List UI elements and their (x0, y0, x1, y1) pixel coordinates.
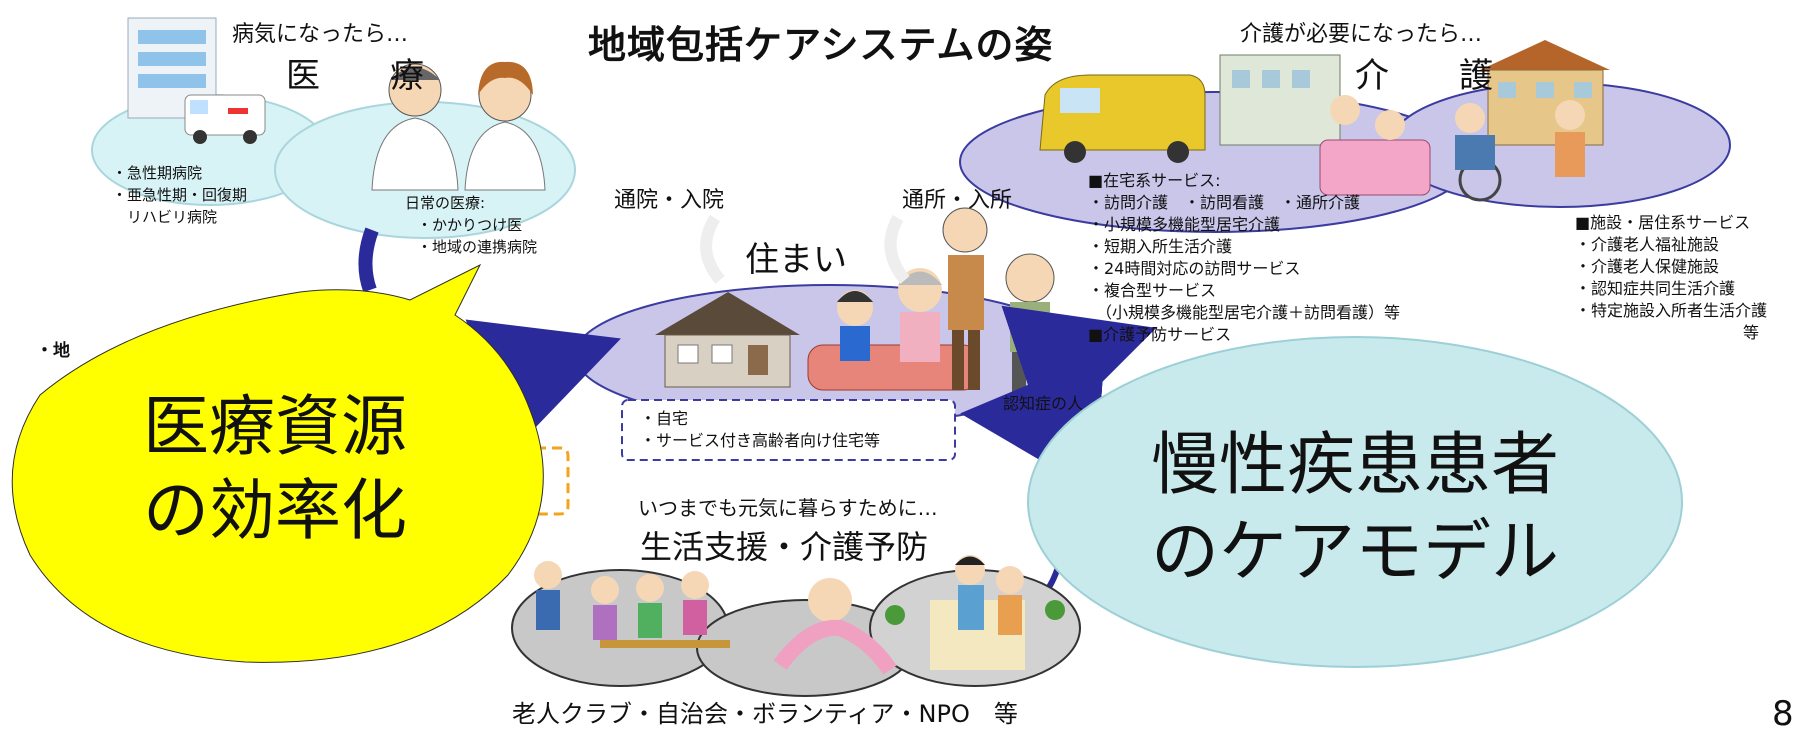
care-facility-building-icon (1219, 54, 1341, 146)
housing-types-box (621, 399, 956, 461)
support-groups: 老人クラブ・自治会・ボランティア・NPO 等 (512, 700, 1018, 728)
hospital-item: ・急性期病院 (112, 164, 203, 182)
home-service-item: （小規模多機能型居宅介護＋訪問看護）等 (1088, 303, 1401, 322)
facility-service-item: ・特定施設入所者生活介護 (1575, 301, 1768, 320)
support-caption: いつまでも元気に暮らすために… (638, 496, 938, 520)
home-service-item: ■介護予防サービス (1088, 325, 1232, 344)
page-title: 地域包括ケアシステムの姿 (588, 23, 1054, 67)
yellow-bubble-line: 医療資源 (143, 388, 407, 465)
facility-services-list: ■施設・居住系サービス ・介護老人福祉施設 ・介護老人保健施設 ・認知症共同生活… (1575, 212, 1767, 344)
hospital-item: ・亜急性期・回復期 (112, 186, 248, 204)
commute-arc-right (884, 215, 910, 284)
blue-bubble (1027, 336, 1683, 668)
family-icon (807, 207, 988, 391)
medical-down-arrow (358, 227, 379, 293)
care-heading: 介 護 (1355, 56, 1511, 96)
hospital-list: ・急性期病院 ・亜急性期・回復期 リハビリ病院 (112, 162, 247, 228)
facility-service-item: ■施設・居住系サービス (1575, 213, 1751, 232)
facility-service-item: 等 (1743, 323, 1760, 342)
medical-caption: 病気になったら… (232, 22, 409, 47)
hospital-icon (127, 17, 266, 144)
daily-care-item: ・地域の連携病院 (417, 238, 538, 256)
home-service-item: ・小規模多機能型居宅介護 (1088, 215, 1281, 234)
commute-facility-label: 通所・入所 (902, 188, 1013, 213)
facility-service-item: ・介護老人保健施設 (1575, 257, 1720, 276)
blue-bubble-line: 慢性疾患患者 (1150, 426, 1559, 505)
daily-care-item: ・かかりつけ医 (417, 216, 523, 234)
care-caption: 介護が必要になったら… (1240, 22, 1483, 47)
home-services-list: ■在宅系サービス: ・訪問介護 ・訪問看護 ・通所介護 ・小規模多機能型居宅介護… (1088, 170, 1400, 346)
blue-bubble-text: 慢性疾患患者 のケアモデル (1030, 422, 1680, 596)
medical-heading: 医 療 (286, 56, 442, 96)
commute-hospital-label: 通院・入院 (614, 188, 725, 213)
home-service-item: ・短期入所生活介護 (1088, 237, 1233, 256)
housing-label: 住まい (745, 240, 847, 280)
left-fragment-text: ・地 (36, 341, 70, 361)
home-service-item: ■在宅系サービス: (1088, 171, 1221, 190)
housing-type-item: ・自宅 (640, 409, 689, 428)
house-icon (655, 292, 800, 388)
housing-type-item: ・サービス付き高齢者向け住宅等 (640, 431, 881, 450)
volunteer-icon (885, 555, 1065, 670)
bath-care-icon (1319, 95, 1431, 196)
doctor-icon (371, 61, 546, 191)
arrow-to-care (1001, 305, 1157, 439)
home-service-item: ・24時間対応の訪問サービス (1088, 259, 1301, 278)
commute-arc-left (700, 214, 725, 284)
page-number: 8 (1772, 694, 1793, 734)
yellow-bubble-text: 医療資源 の効率化 (60, 385, 490, 554)
facility-service-item: ・介護老人福祉施設 (1575, 235, 1720, 254)
arrow-to-housing-left (465, 319, 621, 452)
hospital-item: リハビリ病院 (112, 208, 218, 226)
care-van-icon (1039, 74, 1206, 163)
yellow-bubble-line: の効率化 (143, 472, 407, 550)
yellow-speech-bubble (11, 263, 544, 663)
home-service-item: ・複合型サービス (1088, 281, 1217, 300)
elders-club-icon (534, 561, 730, 648)
dementia-label: 認知症の人 (1003, 394, 1084, 413)
arrow-from-blue (960, 352, 1105, 493)
community-box-fragment (520, 446, 570, 516)
wheelchair-icon (1455, 100, 1585, 202)
daily-care-list: 日常の医療: ・かかりつけ医 ・地域の連携病院 (405, 192, 537, 258)
daily-care-item: 日常の医療: (405, 194, 486, 212)
blue-bubble-line: のケアモデル (1150, 513, 1559, 593)
home-service-item: ・訪問介護 ・訪問看護 ・通所介護 (1088, 193, 1361, 212)
facility-service-item: ・認知症共同生活介護 (1575, 279, 1736, 298)
support-heading: 生活支援・介護予防 (640, 528, 929, 566)
exercise-icon (773, 578, 897, 675)
housing-types-list: ・自宅 ・サービス付き高齢者向け住宅等 (640, 408, 880, 452)
